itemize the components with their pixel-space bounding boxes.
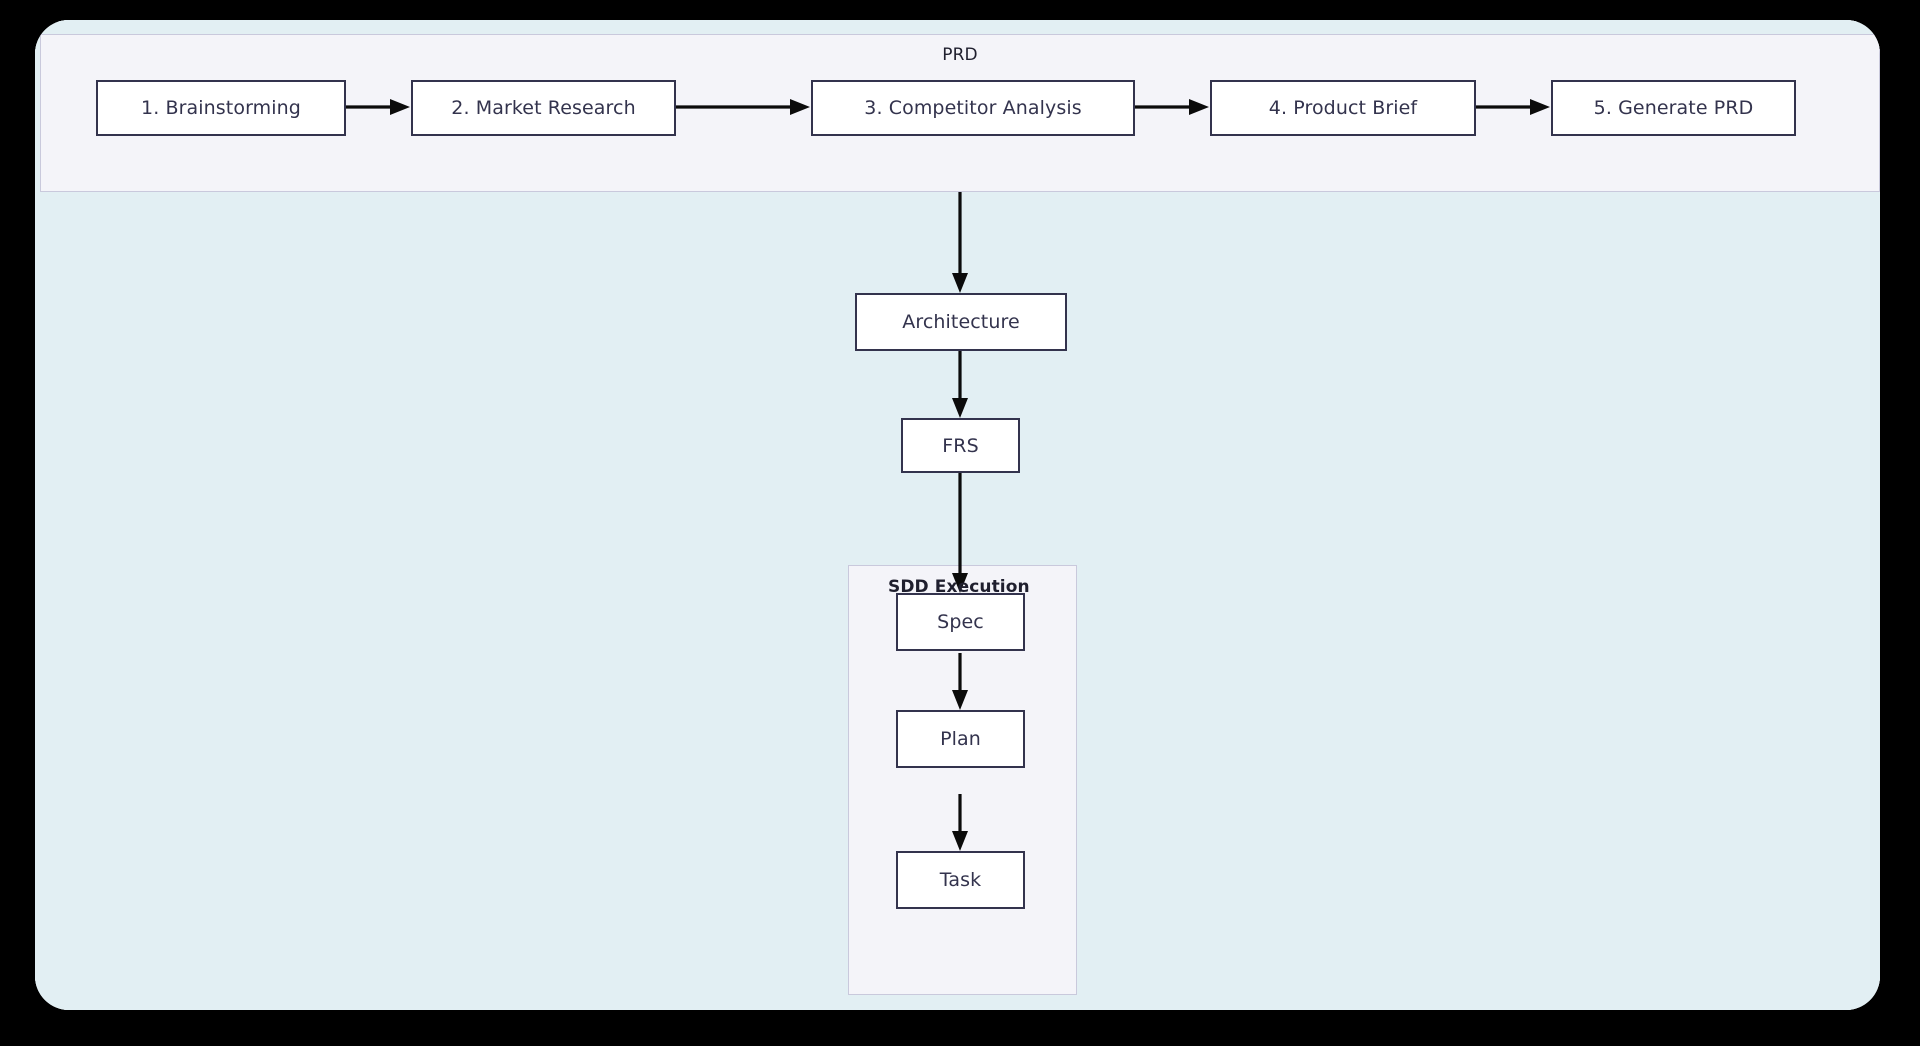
node-plan[interactable]: Plan <box>896 710 1025 768</box>
diagram-canvas: PRD SDD Execution <box>35 20 1880 1010</box>
subgraph-sdd-execution-title: SDD Execution <box>888 577 1030 597</box>
edge-prd-to-architecture <box>952 192 968 293</box>
node-product-brief[interactable]: 4. Product Brief <box>1210 80 1476 136</box>
node-competitor-analysis[interactable]: 3. Competitor Analysis <box>811 80 1135 136</box>
node-architecture[interactable]: Architecture <box>855 293 1067 351</box>
node-brainstorming[interactable]: 1. Brainstorming <box>96 80 346 136</box>
node-market-research[interactable]: 2. Market Research <box>411 80 676 136</box>
node-spec[interactable]: Spec <box>896 593 1025 651</box>
subgraph-prd-title: PRD <box>942 45 978 65</box>
node-generate-prd[interactable]: 5. Generate PRD <box>1551 80 1796 136</box>
node-frs[interactable]: FRS <box>901 418 1020 473</box>
node-task[interactable]: Task <box>896 851 1025 909</box>
